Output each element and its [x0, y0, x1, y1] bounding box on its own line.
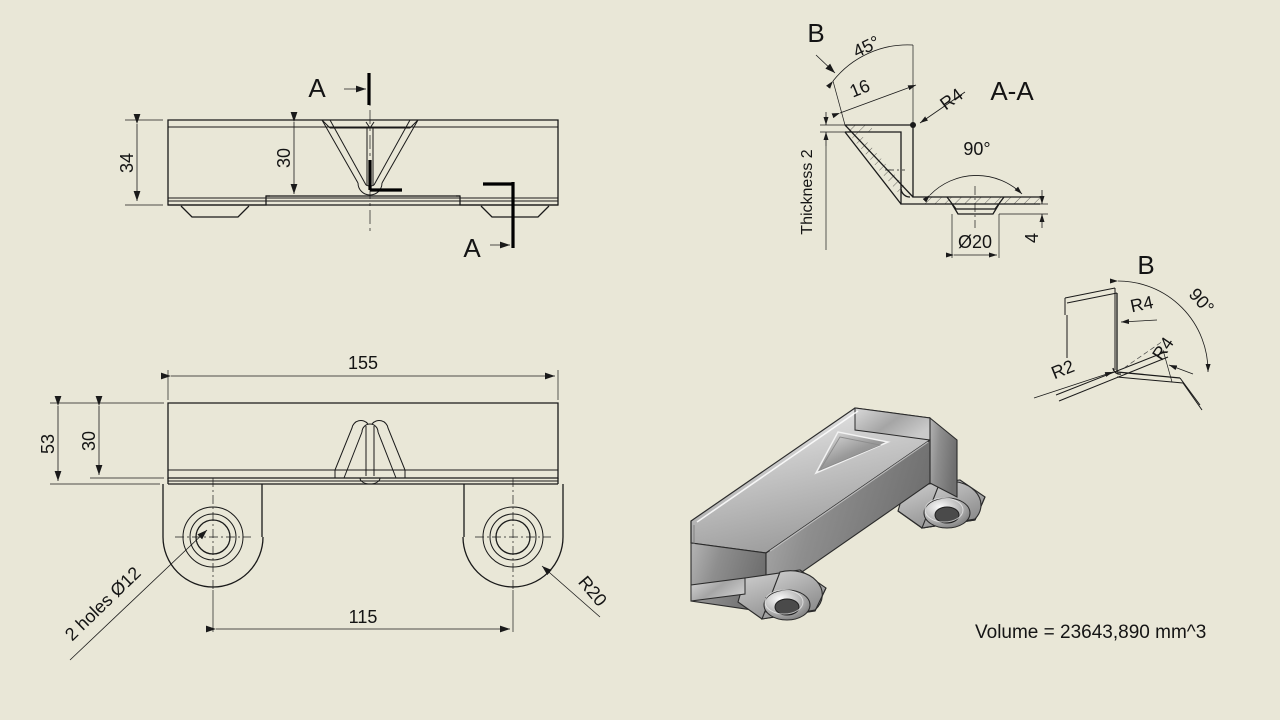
section-mark-a-top: A	[308, 73, 371, 105]
dimension-30-front: 30	[79, 396, 164, 479]
dimension-53: 53	[38, 396, 164, 485]
front-view-right-hole	[475, 478, 551, 590]
detail-b-title: B	[1137, 250, 1154, 280]
note-thickness: Thickness 2	[799, 112, 852, 250]
dimension-115: 115	[206, 590, 514, 633]
front-view-left-hole	[175, 478, 251, 590]
top-view: 34 30 A A	[117, 73, 559, 263]
detail-b-base-right-2	[1182, 382, 1203, 411]
dimension-34: 34	[117, 114, 163, 206]
front-view-rib	[334, 420, 406, 485]
section-aa-hatch-left	[845, 125, 872, 132]
iso-left-flange-strip	[690, 577, 746, 602]
section-aa-hatch-web	[852, 131, 906, 196]
top-view-right-countersink	[480, 205, 550, 218]
iso-top-highlight	[696, 410, 859, 523]
note-thickness-label: Thickness 2	[799, 149, 816, 234]
section-aa-view: A-A 45° 16	[799, 18, 1048, 258]
section-aa-web-inner	[844, 131, 902, 205]
section-aa-dimple-outer	[951, 203, 1000, 215]
top-view-left-countersink	[180, 205, 250, 218]
dimension-90-deg-aa: 90°	[922, 139, 1023, 203]
detail-b-letter-aa: B	[807, 18, 824, 48]
isometric-model-view	[690, 407, 986, 621]
volume-annotation: Volume = 23643,890 mm^3	[975, 622, 1206, 643]
section-letter-a-top: A	[308, 73, 326, 103]
iso-left-countersink	[763, 589, 811, 621]
dimension-r4-b1-label: R4	[1128, 292, 1155, 316]
section-mark-a-bottom: A	[463, 182, 515, 263]
dimension-30-front-label: 30	[79, 431, 99, 451]
dimension-155-label: 155	[348, 353, 378, 373]
dimension-dia20: Ø20	[946, 214, 1000, 258]
section-aa-fillet	[900, 188, 911, 198]
dimension-r4-b1: R4	[1120, 292, 1158, 325]
section-aa-dimple-inner	[946, 196, 1005, 210]
detail-b-upper-sheet-b	[1066, 292, 1118, 304]
iso-mid-highlight	[769, 441, 929, 552]
detail-b-upper-sheet-a	[1064, 287, 1116, 299]
dimension-30-top-label: 30	[274, 148, 294, 168]
detail-mark-b-aa: B	[807, 18, 836, 74]
detail-b-base-fold-a	[1116, 371, 1181, 379]
section-letter-a-bottom: A	[463, 233, 481, 263]
section-aa-hatch-base	[922, 197, 1040, 204]
dimension-155: 155	[161, 353, 559, 400]
dimension-90-aa-label: 90°	[963, 139, 990, 159]
dimension-115-label: 115	[349, 607, 378, 627]
detail-b-base-right	[1179, 377, 1201, 406]
iso-right-countersink	[923, 497, 971, 529]
dimension-dia20-label: Ø20	[958, 232, 992, 252]
dimension-4-label: 4	[1022, 233, 1042, 243]
dimension-53-label: 53	[38, 434, 58, 454]
dimension-34-label: 34	[117, 153, 137, 173]
section-cut-symbol-top	[368, 160, 402, 192]
dimension-30-top: 30	[274, 112, 298, 194]
dimension-4: 4	[999, 190, 1048, 243]
section-aa-title: A-A	[990, 76, 1034, 106]
